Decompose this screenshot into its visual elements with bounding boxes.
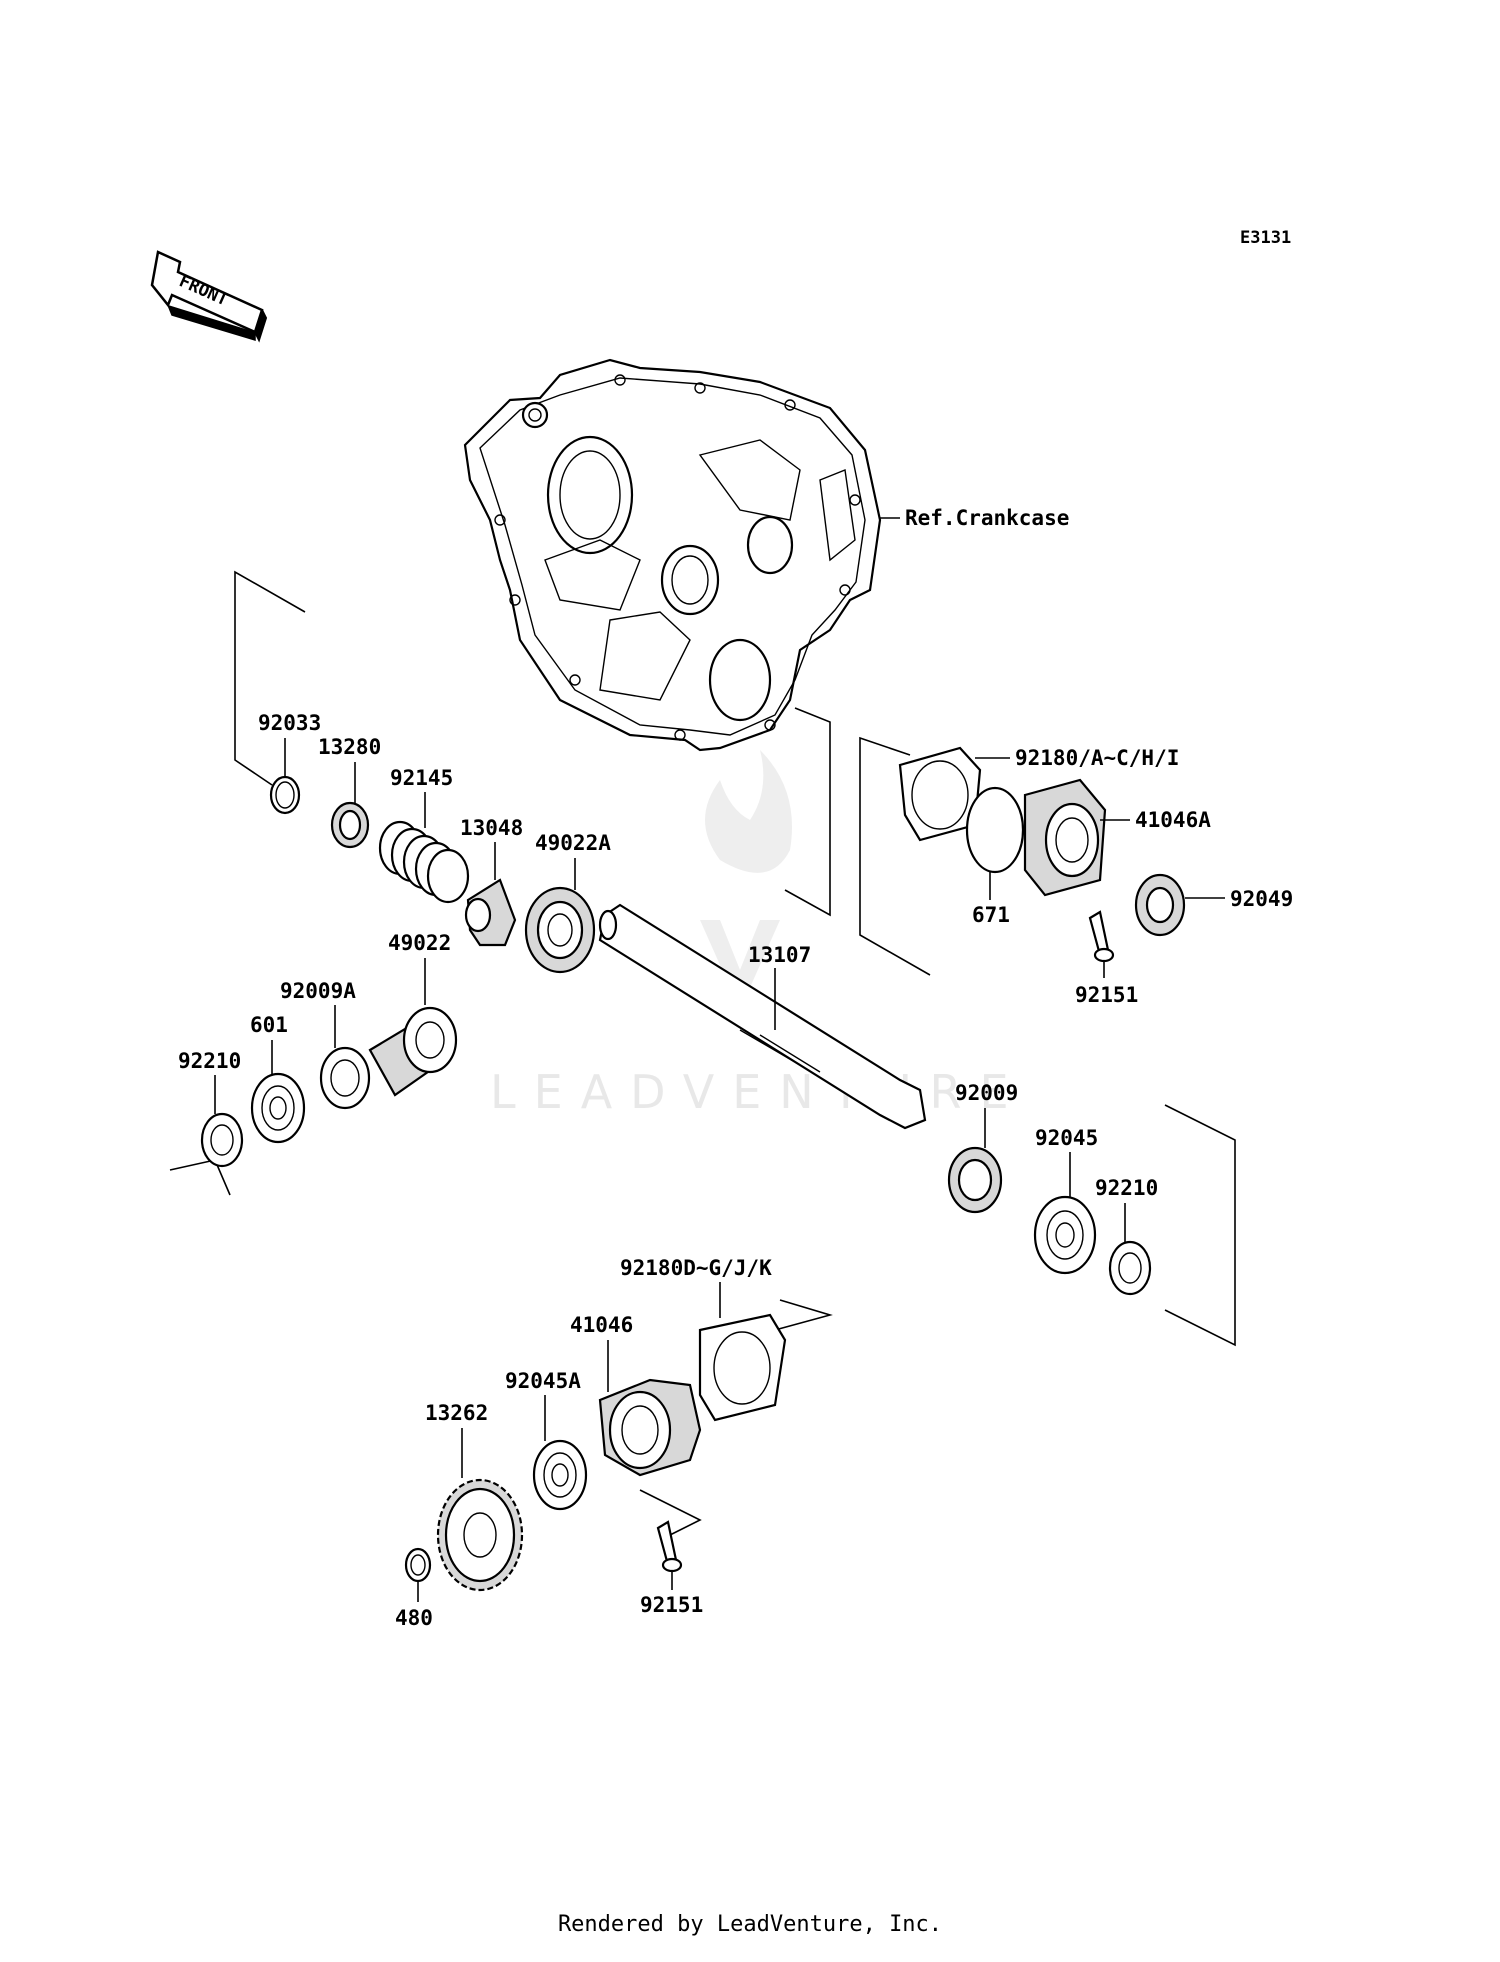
crankcase-drawing [463, 358, 882, 752]
nut-92210-left-icon [200, 1112, 244, 1168]
gear-13262-icon [436, 1478, 524, 1592]
label-92049: 92049 [1230, 887, 1293, 911]
diagram-code: E3131 [1240, 228, 1291, 248]
cam-13048-icon [464, 878, 517, 947]
label-92045A: 92045A [505, 1369, 581, 1393]
housing-41046A-icon [1023, 778, 1107, 897]
shaft-13107-icon [598, 903, 927, 1130]
spring-92145-icon [378, 820, 470, 904]
label-13280: 13280 [318, 735, 381, 759]
label-601: 601 [250, 1013, 288, 1037]
gasket-92180-bottom-icon [698, 1313, 787, 1422]
label-13262: 13262 [425, 1401, 488, 1425]
label-92033: 92033 [258, 711, 321, 735]
oring-671-icon [965, 786, 1025, 874]
nut-92210-right-icon [1108, 1240, 1152, 1296]
label-92151-bottom: 92151 [640, 1593, 703, 1617]
bearing-601-icon [250, 1072, 306, 1144]
gear-49022A-icon [524, 886, 596, 974]
bolt-92151-top-icon [1088, 910, 1115, 963]
bearing-92045A-icon [532, 1439, 588, 1511]
front-arrow-icon: FRONT [150, 250, 268, 343]
label-49022A: 49022A [535, 831, 611, 855]
label-92145: 92145 [390, 766, 453, 790]
label-41046A: 41046A [1135, 808, 1211, 832]
label-92180-bottom: 92180D~G/J/K [620, 1256, 772, 1280]
label-92045: 92045 [1035, 1126, 1098, 1150]
watermark-text: LEADVENTURE [490, 1065, 1027, 1119]
label-49022: 49022 [388, 931, 451, 955]
label-92009A: 92009A [280, 979, 356, 1003]
seal-92009A-icon [319, 1046, 371, 1110]
label-92180-top: 92180/A~C/H/I [1015, 746, 1179, 770]
bolt-92151-bottom-icon [656, 1520, 683, 1573]
footer-credit: Rendered by LeadVenture, Inc. [557, 1912, 943, 1937]
ref-crankcase-label: Ref.Crankcase [905, 506, 1069, 530]
label-480: 480 [395, 1606, 433, 1630]
bearing-92045-icon [1033, 1195, 1097, 1275]
gear-49022-icon [368, 1006, 458, 1097]
label-13048: 13048 [460, 816, 523, 840]
circlip-480-icon [404, 1547, 432, 1583]
label-41046: 41046 [570, 1313, 633, 1337]
label-92210-right: 92210 [1095, 1176, 1158, 1200]
housing-41046-icon [598, 1378, 702, 1477]
label-13107: 13107 [748, 943, 811, 967]
label-671: 671 [972, 903, 1010, 927]
label-92151-top: 92151 [1075, 983, 1138, 1007]
label-92009: 92009 [955, 1081, 1018, 1105]
label-92210-left: 92210 [178, 1049, 241, 1073]
